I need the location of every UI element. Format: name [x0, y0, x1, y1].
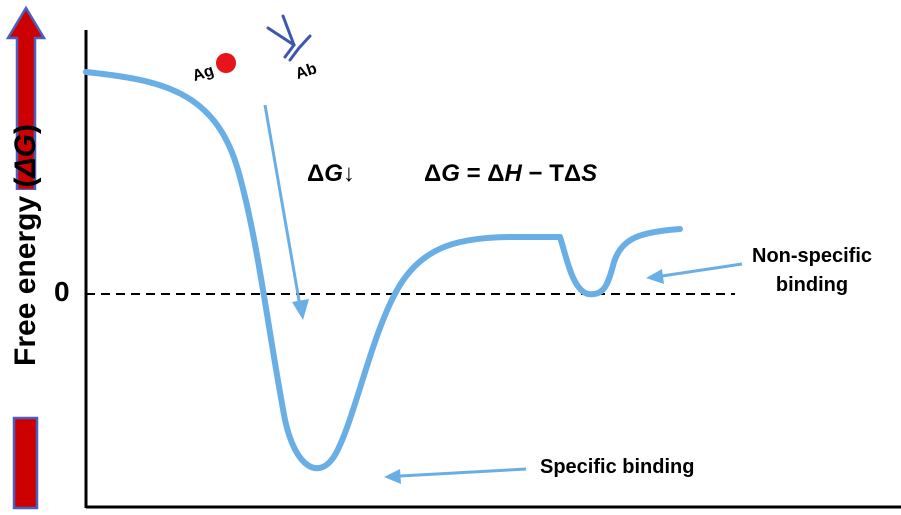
specific-binding-label: Specific binding: [540, 456, 695, 478]
label-mask: [8, 190, 44, 416]
gibbs-equation: ΔG = ΔH − TΔS: [424, 160, 598, 187]
antigen-circle-icon: [216, 53, 236, 73]
non-specific-line1: Non-specific: [752, 245, 873, 267]
y-axis-label: Free energy (ΔG): [9, 124, 42, 366]
specific-arrow: [384, 467, 527, 484]
energy-curve: [83, 69, 683, 472]
non-specific-binding-label: Non-specific binding: [752, 242, 872, 300]
delta-g-decrease-label: ΔG↓: [307, 160, 355, 187]
antibody-y-shape-icon: [266, 14, 312, 62]
non-specific-line2: binding: [775, 274, 849, 296]
non-specific-arrow: [646, 262, 743, 284]
zero-label: 0: [54, 276, 70, 307]
binding-arrow: [263, 104, 309, 320]
